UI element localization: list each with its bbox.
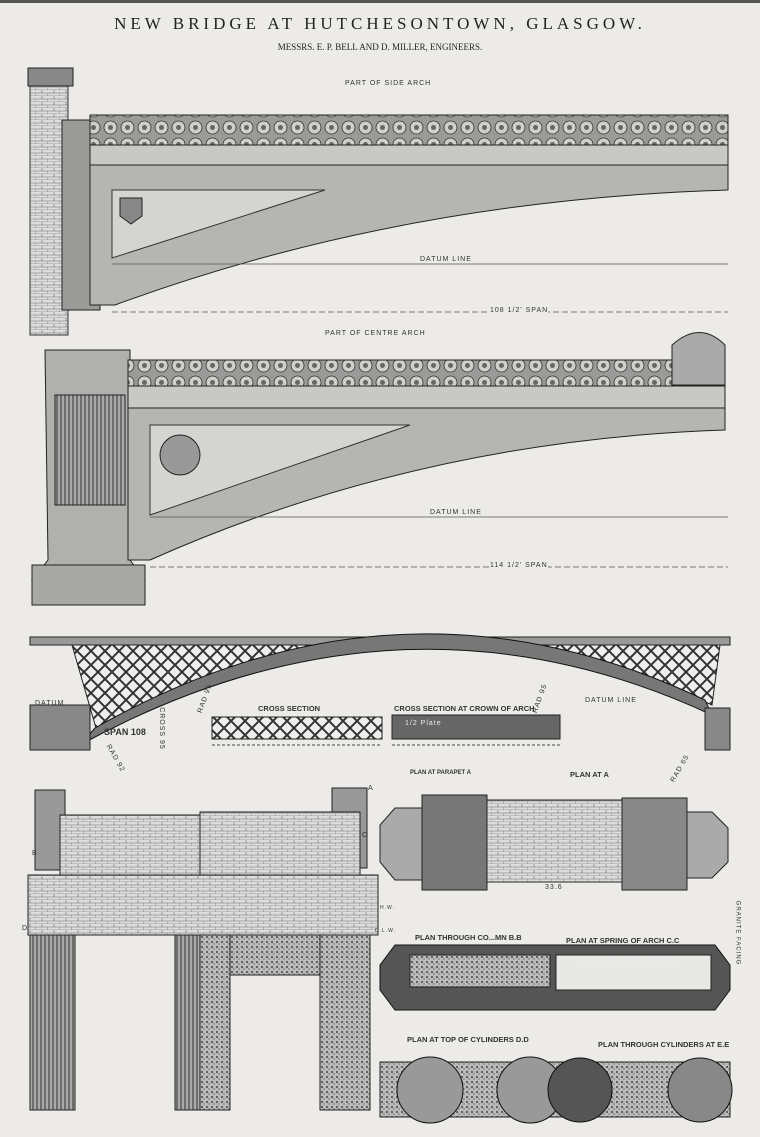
side-datum-label: DATUM LINE [420,256,472,263]
side-span-label: 108 1/2' SPAN [490,307,549,314]
centre-span-label: 114 1/2' SPAN [490,562,548,569]
marker-d: D [22,925,29,932]
arch-elevation [29,633,731,751]
centre-arch-label: PART OF CENTRE ARCH [325,330,426,337]
cross-section [211,716,383,746]
plan-bb-cc [379,944,731,1011]
marker-b: B [32,850,38,857]
cross-section-label: CROSS SECTION [258,704,321,713]
granite-label: GRANITE FACING [734,900,741,966]
plate-label: 1/2 Plate [405,720,442,727]
plan-parapet-label: PLAN AT PARAPET A [410,770,471,776]
cross-section-crown [391,714,561,746]
plan-ee-label: PLAN THROUGH CYLINDERS AT E.E [598,1040,730,1049]
cross-left-label: CROSS 95 [157,707,165,750]
plan-cc-label: PLAN AT SPRING OF ARCH C.C [566,936,680,945]
span-label: SPAN 108 [104,727,146,737]
plan-bb-label: PLAN THROUGH CO...MN B.B [415,933,522,942]
marker-a: A [368,785,374,792]
dimension-label: 33.6 [545,884,563,891]
plan-dd-label: PLAN AT TOP OF CYLINDERS D.D [407,1035,529,1044]
centre-arch-elevation [30,332,726,606]
plan-dd-ee [379,1056,733,1124]
side-arch-elevation [27,67,729,336]
plan-a-label: PLAN AT A [570,770,609,779]
page-title: NEW BRIDGE AT HUTCHESONTOWN, GLASGOW. [114,14,646,33]
page-subtitle: MESSRS. E. P. BELL AND D. MILLER, ENGINE… [277,42,483,52]
side-arch-label: PART OF SIDE ARCH [345,80,432,87]
datum-left-label: DATUM [35,700,65,707]
girders-label: WROUGHT IRON GIRDERS [580,958,678,964]
marker-dlw: D.L.W. [375,928,397,934]
marker-c: C [362,832,369,839]
plan-at-a [379,794,729,891]
pier-elevation [27,787,379,1111]
cross-section-crown-label: CROSS SECTION AT CROWN OF ARCH [394,704,535,713]
top-rule [0,0,760,3]
centre-datum-label: DATUM LINE [430,509,482,516]
marker-hw: H.W. [380,905,395,911]
datum-right-label: DATUM LINE [585,697,637,704]
